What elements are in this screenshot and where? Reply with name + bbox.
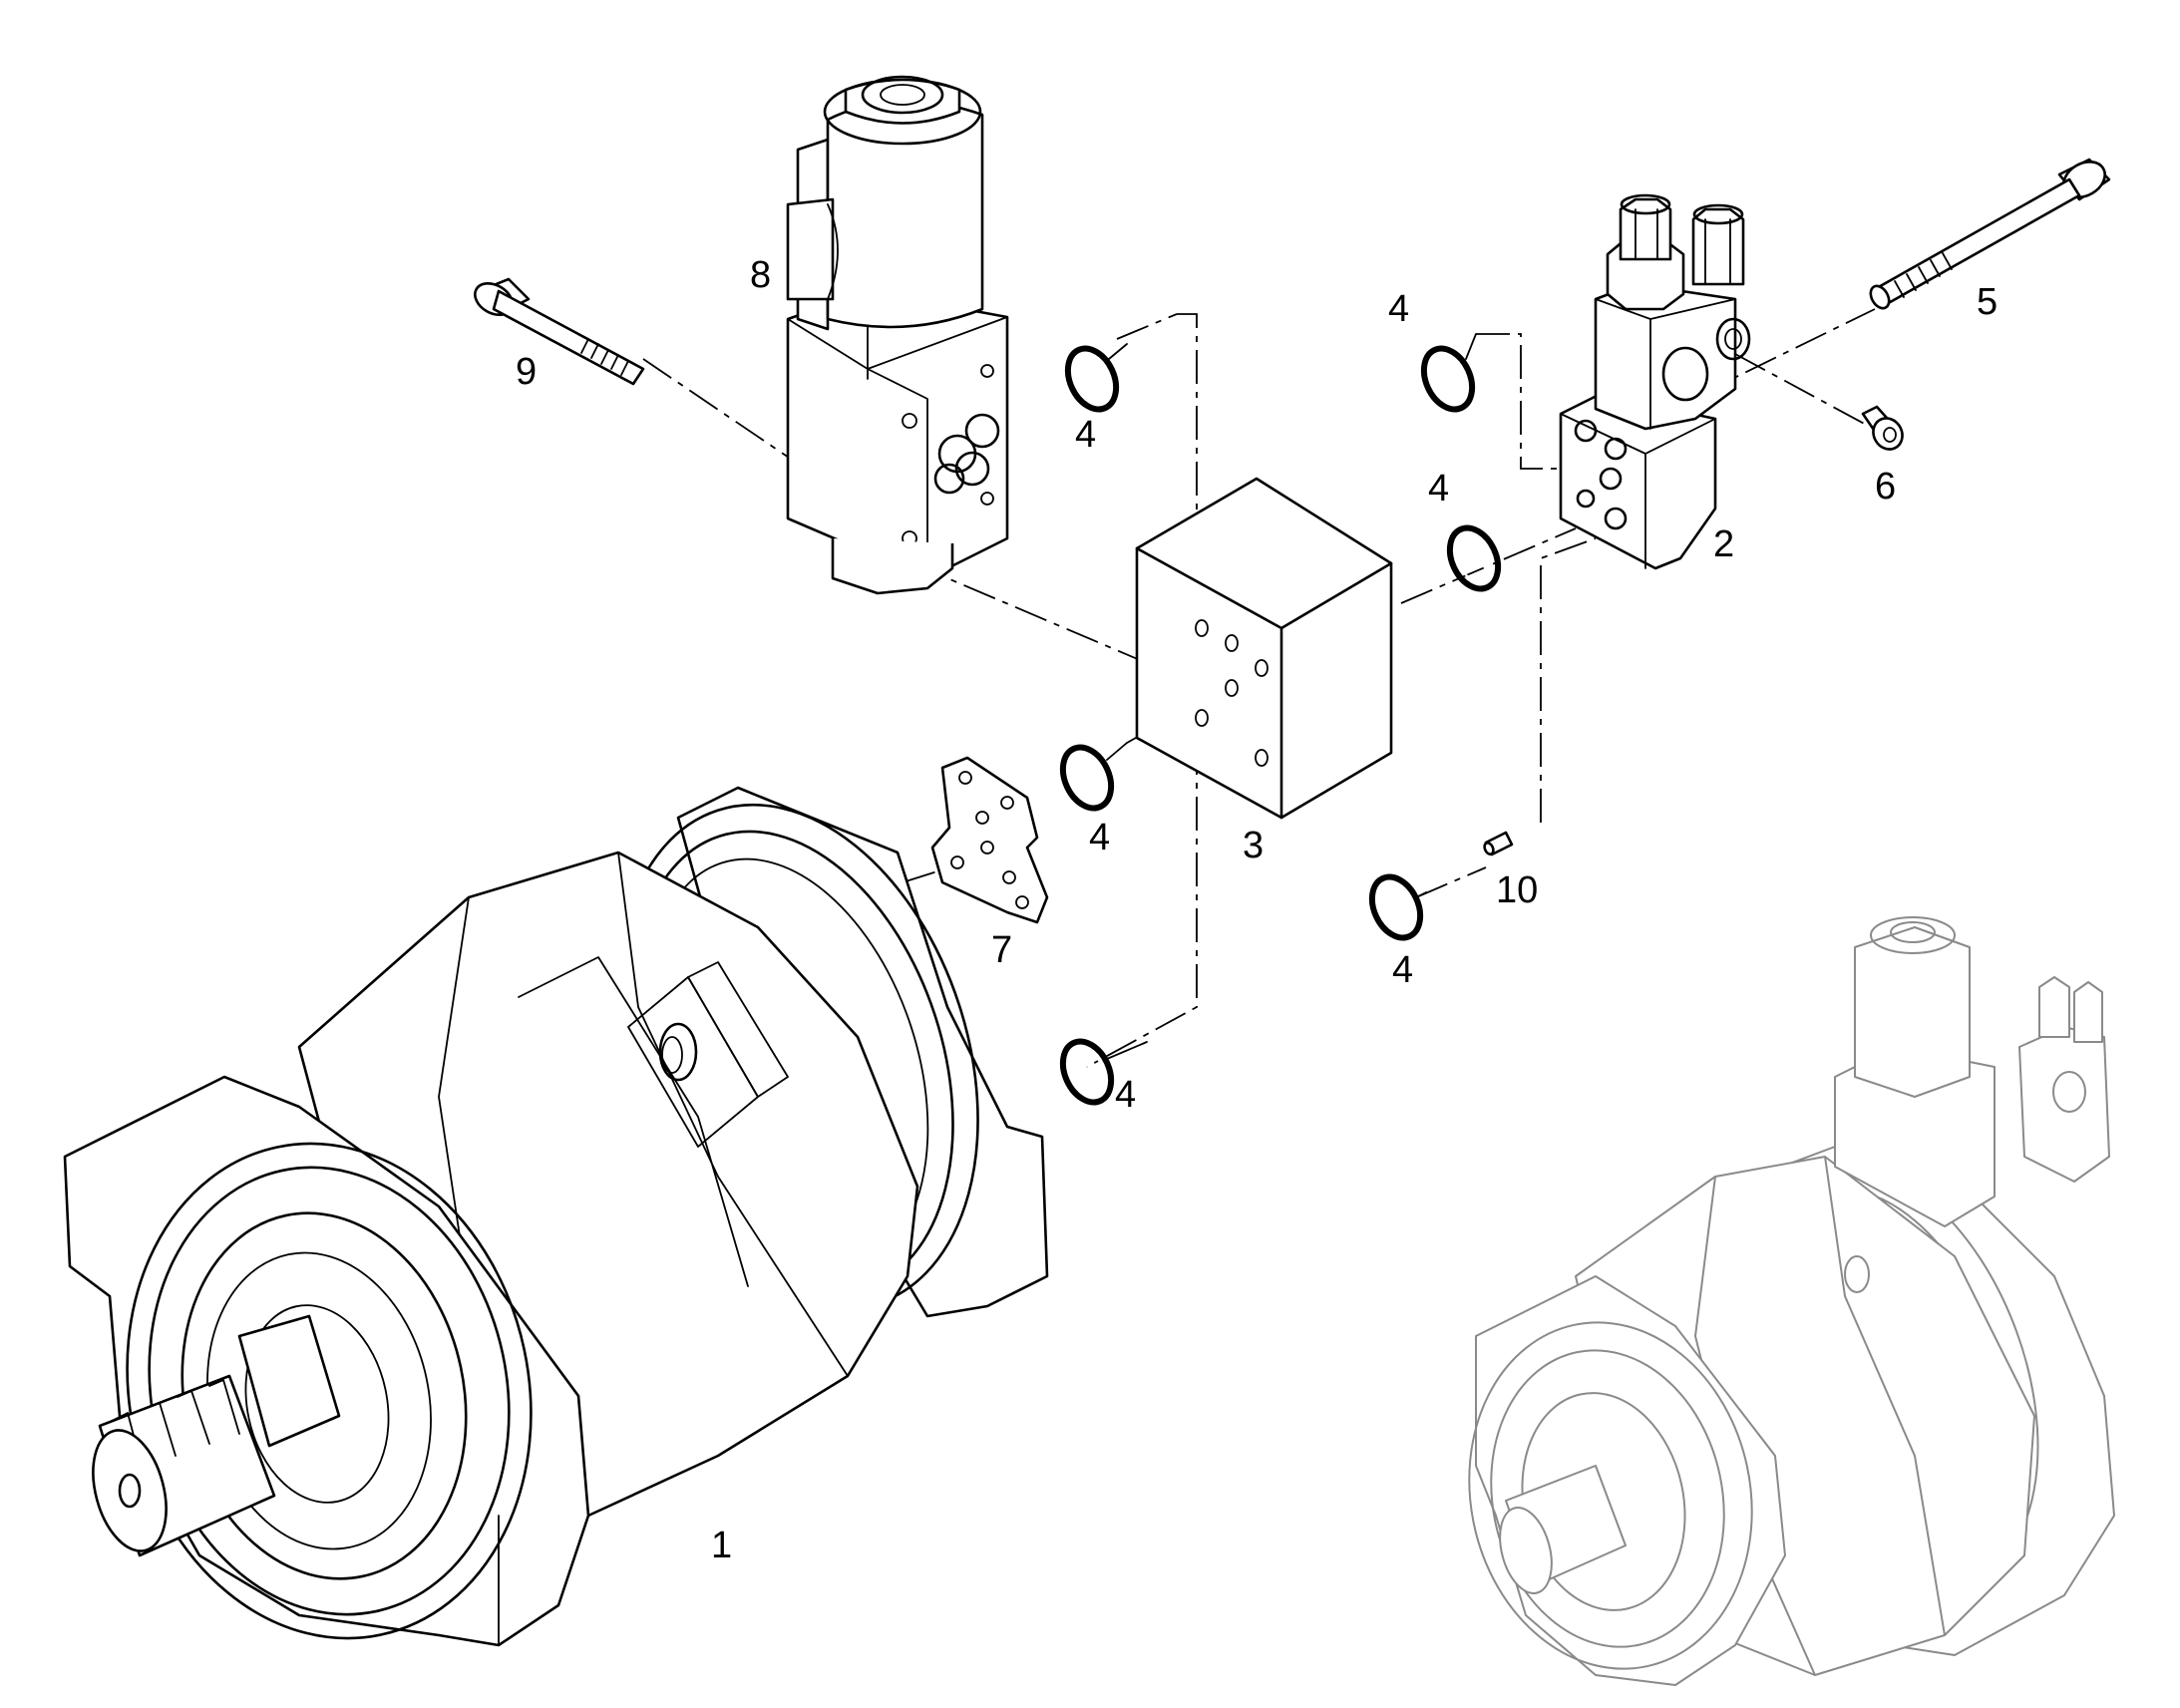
callout-1: 1 [711, 1525, 732, 1566]
callout-5: 5 [1977, 281, 1998, 323]
bolt-part-9 [474, 277, 645, 386]
plug-part-6 [1861, 405, 1904, 451]
callout-3: 3 [1243, 825, 1264, 866]
callout-4-lower-right: 4 [1392, 949, 1413, 991]
callout-4-middle-left: 4 [1089, 817, 1110, 858]
pin-part-10 [1483, 831, 1514, 856]
hydraulic-motor-part-1 [63, 786, 1049, 1647]
callout-2: 2 [1713, 523, 1734, 565]
solenoid-valve-part-8 [786, 75, 1009, 595]
callout-9: 9 [516, 351, 537, 393]
leader-lines [1106, 333, 1492, 1060]
assembled-reference-view [1468, 916, 2115, 1686]
adapter-block-part-3 [1135, 477, 1393, 820]
callout-7: 7 [991, 929, 1012, 971]
callout-10: 10 [1496, 869, 1538, 911]
long-bolt-part-5 [1869, 158, 2111, 310]
callout-4-upper-right: 4 [1388, 288, 1409, 330]
gasket-plate-part-7 [930, 756, 1049, 924]
callout-4-middle-right: 4 [1428, 468, 1449, 510]
callout-labels: 1 2 3 4 4 4 4 4 4 5 6 7 8 9 10 [516, 254, 1998, 1566]
callout-4-upper-left: 4 [1075, 414, 1096, 456]
pressure-valve-part-2 [1559, 193, 1751, 570]
callout-4-lower-left: 4 [1115, 1074, 1136, 1116]
callout-8: 8 [750, 254, 771, 296]
callout-6: 6 [1875, 466, 1896, 508]
